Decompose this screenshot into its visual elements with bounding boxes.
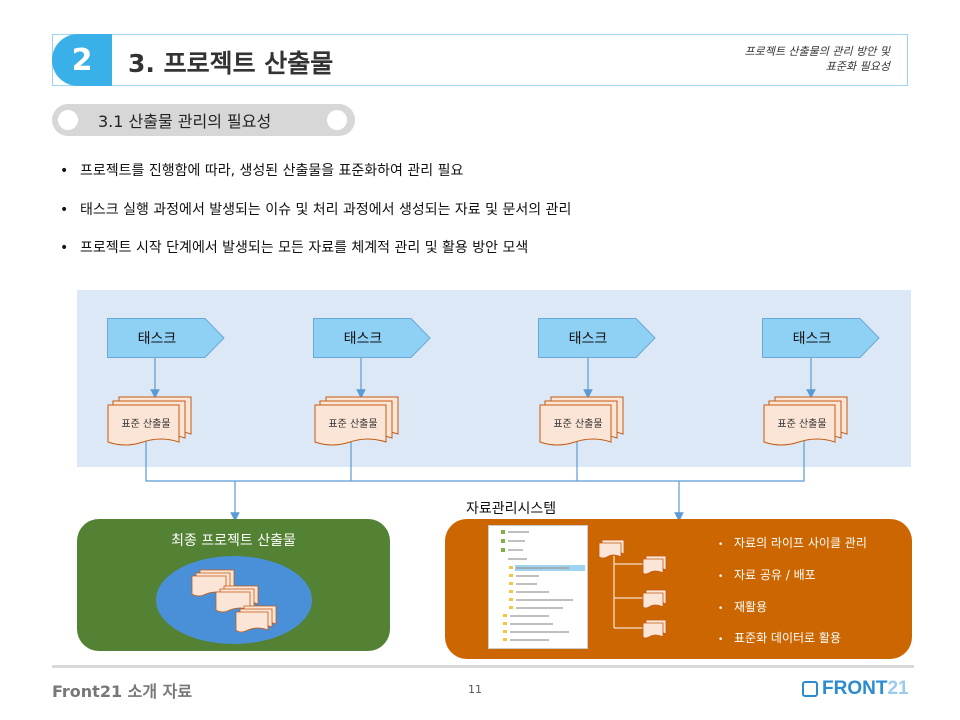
logo-text: FRONT — [822, 678, 888, 699]
final-artifacts-title: 최종 프로젝트 산출물 — [171, 533, 296, 549]
artifact-stack: 표준 산출물 — [314, 396, 404, 456]
pill-right-dot — [327, 110, 347, 130]
front21-logo-icon — [802, 681, 818, 697]
artifact-stack: 표준 산출물 — [763, 396, 853, 456]
bullet-item: •프로젝트를 진행함에 따라, 생성된 산출물을 표준화하여 관리 필요 — [60, 163, 464, 179]
system-feature-text: 자료 공유 / 배포 — [734, 568, 816, 582]
logo-number: 21 — [887, 678, 909, 699]
system-feature-text: 표준화 데이터로 활용 — [734, 631, 841, 645]
artifact-label: 표준 산출물 — [121, 419, 171, 430]
page-subtitle-line2: 표준화 필요성 — [825, 60, 890, 73]
page-subtitle-line1: 프로젝트 산출물의 관리 방안 및 — [744, 45, 890, 58]
artifact-label: 표준 산출물 — [777, 419, 827, 430]
page-number: 11 — [468, 683, 482, 696]
document-distribution-icon — [598, 539, 667, 639]
bullet-item: •태스크 실행 과정에서 발생되는 이슈 및 처리 과정에서 생성되는 자료 및… — [60, 202, 572, 218]
task-arrow-shape — [762, 318, 880, 358]
multi-document-icon — [314, 396, 399, 446]
final-documents-icon — [191, 569, 277, 633]
bullet-text: 프로젝트 시작 단계에서 발생되는 모든 자료를 체계적 관리 및 활용 방안 … — [80, 240, 529, 256]
multi-document-icon — [763, 396, 848, 446]
task-arrow-shape — [313, 318, 431, 358]
system-feature-item: •자료 공유 / 배포 — [718, 568, 816, 582]
task-label: 태스크 — [343, 331, 383, 347]
task-step: 태스크 — [313, 318, 431, 358]
footer-divider — [52, 665, 914, 668]
artifact-label: 표준 산출물 — [328, 419, 378, 430]
artifact-stack: 표준 산출물 — [539, 396, 629, 456]
task-arrow-shape — [538, 318, 656, 358]
system-feature-text: 자료의 라이프 사이클 관리 — [734, 536, 867, 550]
task-arrow-shape — [107, 318, 225, 358]
bullet-text: 프로젝트를 진행함에 따라, 생성된 산출물을 표준화하여 관리 필요 — [80, 163, 464, 179]
task-label: 태스크 — [792, 331, 832, 347]
chapter-number: 2 — [52, 34, 112, 86]
page-subtitle: 프로젝트 산출물의 관리 방안 및 표준화 필요성 — [690, 44, 890, 74]
bullet-text: 태스크 실행 과정에서 발생되는 이슈 및 처리 과정에서 생성되는 자료 및 … — [80, 202, 572, 218]
file-tree-screenshot — [488, 525, 588, 649]
system-feature-item: •재활용 — [718, 600, 768, 614]
artifact-label: 표준 산출물 — [553, 419, 603, 430]
task-label: 태스크 — [137, 331, 177, 347]
system-feature-item: •표준화 데이터로 활용 — [718, 631, 841, 645]
page-title: 3. 프로젝트 산출물 — [128, 49, 334, 78]
file-tree-graphic — [501, 530, 585, 641]
bullet-item: •프로젝트 시작 단계에서 발생되는 모든 자료를 체계적 관리 및 활용 방안… — [60, 240, 529, 256]
header-box — [52, 34, 908, 86]
artifact-stack: 표준 산출물 — [107, 396, 197, 456]
system-label: 자료관리시스템 — [466, 501, 557, 517]
section-pill — [52, 104, 355, 136]
multi-document-icon — [539, 396, 624, 446]
task-step: 태스크 — [538, 318, 656, 358]
system-feature-text: 재활용 — [734, 600, 768, 614]
task-step: 태스크 — [107, 318, 225, 358]
task-label: 태스크 — [568, 331, 608, 347]
multi-document-icon — [107, 396, 192, 446]
pill-left-dot — [58, 110, 78, 130]
system-feature-item: •자료의 라이프 사이클 관리 — [718, 536, 867, 550]
task-step: 태스크 — [762, 318, 880, 358]
front21-logo: FRONT21 — [822, 678, 909, 700]
section-title: 3.1 산출물 관리의 필요성 — [98, 112, 272, 131]
footer-caption: Front21 소개 자료 — [52, 682, 193, 701]
